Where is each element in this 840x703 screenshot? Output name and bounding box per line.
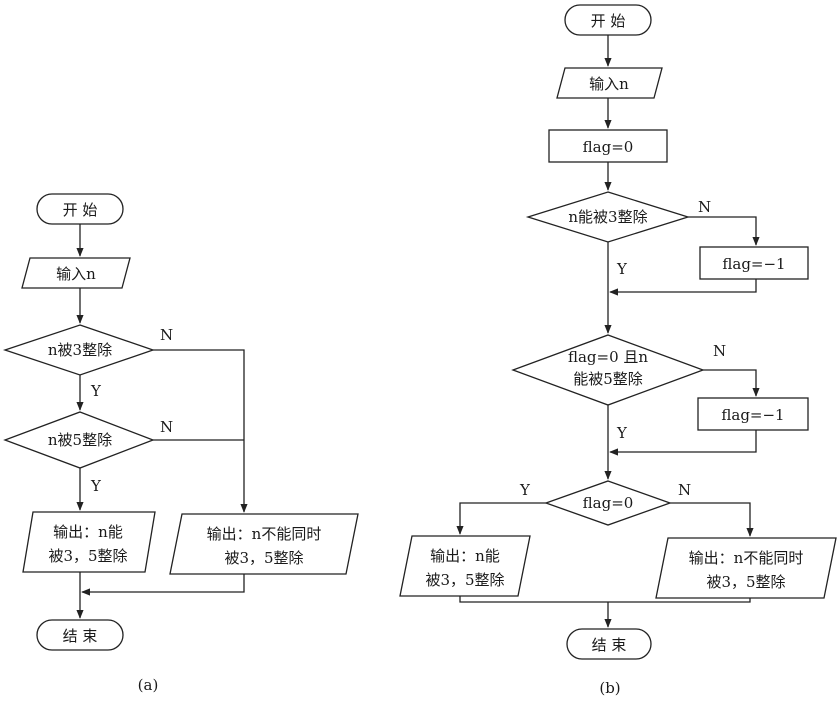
b-decision-2-yes: Y: [616, 424, 628, 442]
b-start-label: 开 始: [591, 12, 626, 30]
a-output-yes-line2: 被3，5整除: [48, 547, 127, 565]
a-decision-2-no: N: [160, 418, 173, 436]
a-decision-2-yes: Y: [90, 477, 102, 495]
b-init-label: flag=0: [583, 138, 634, 156]
a-end-label: 结 束: [63, 627, 98, 645]
b-output-no: 输出：n不能同时 被3，5整除: [655, 537, 837, 599]
b-caption: (b): [599, 679, 620, 697]
b-decision-1-label: n能被3整除: [568, 208, 647, 226]
b-output-yes-line2: 被3，5整除: [425, 571, 504, 589]
b-decision-3: flag=0: [544, 480, 672, 526]
b-assign-2-process: flag=−1: [697, 397, 809, 431]
b-assign-1-process: flag=−1: [699, 246, 809, 280]
a-output-no-line1: 输出：n不能同时: [207, 525, 322, 543]
b-assign-2-label: flag=−1: [721, 406, 784, 424]
a-output-yes-line1: 输出：n能: [53, 523, 123, 541]
a-output-yes: 输出：n能 被3，5整除: [22, 511, 156, 573]
b-output-yes-line1: 输出：n能: [430, 547, 500, 565]
b-end-label: 结 束: [592, 636, 627, 654]
a-input-label: 输入n: [56, 265, 96, 283]
b-decision-3-label: flag=0: [583, 494, 634, 512]
a-output-no: 输出：n不能同时 被3，5整除: [169, 513, 359, 575]
b-decision-2-no: N: [713, 342, 726, 360]
b-decision-1-no: N: [698, 198, 711, 216]
flowchart-a: 开 始 输入n n被3整除 Y N n被5整除 N Y 输出：n能: [2, 193, 359, 694]
b-start-terminator: 开 始: [564, 4, 652, 36]
b-decision-2: flag=0 且n 能被5整除: [511, 334, 705, 406]
b-assign-1-label: flag=−1: [722, 255, 785, 273]
a-decision-1: n被3整除: [2, 324, 156, 376]
a-output-no-line2: 被3，5整除: [224, 549, 303, 567]
a-decision-2: n被5整除: [3, 411, 155, 469]
a-decision-1-no: N: [160, 326, 173, 344]
b-decision-1-yes: Y: [616, 260, 628, 278]
a-decision-1-yes: Y: [90, 382, 102, 400]
a-input-parallelogram: 输入n: [21, 257, 131, 289]
a-decision-1-label: n被3整除: [48, 341, 112, 359]
a-start-label: 开 始: [63, 201, 98, 219]
flowchart-b: 开 始 输入n flag=0 n能被3整除 N Y flag=−1: [399, 4, 837, 697]
b-decision-2-line2: 能被5整除: [573, 370, 643, 388]
b-input-label: 输入n: [589, 75, 629, 93]
b-output-no-line2: 被3，5整除: [706, 573, 785, 591]
b-decision-1: n能被3整除: [525, 191, 691, 243]
b-output-yes: 输出：n能 被3，5整除: [399, 535, 531, 597]
b-output-no-line1: 输出：n不能同时: [689, 549, 804, 567]
a-start-terminator: 开 始: [36, 193, 124, 225]
a-decision-2-label: n被5整除: [48, 431, 112, 449]
b-init-process: flag=0: [548, 129, 668, 163]
a-caption: (a): [138, 676, 159, 694]
a-end-terminator: 结 束: [36, 619, 124, 651]
b-end-terminator: 结 束: [566, 628, 652, 660]
b-input-parallelogram: 输入n: [556, 67, 663, 99]
b-decision-3-no: N: [678, 481, 691, 499]
b-decision-3-yes: Y: [519, 481, 531, 499]
b-decision-2-line1: flag=0 且n: [568, 348, 648, 366]
